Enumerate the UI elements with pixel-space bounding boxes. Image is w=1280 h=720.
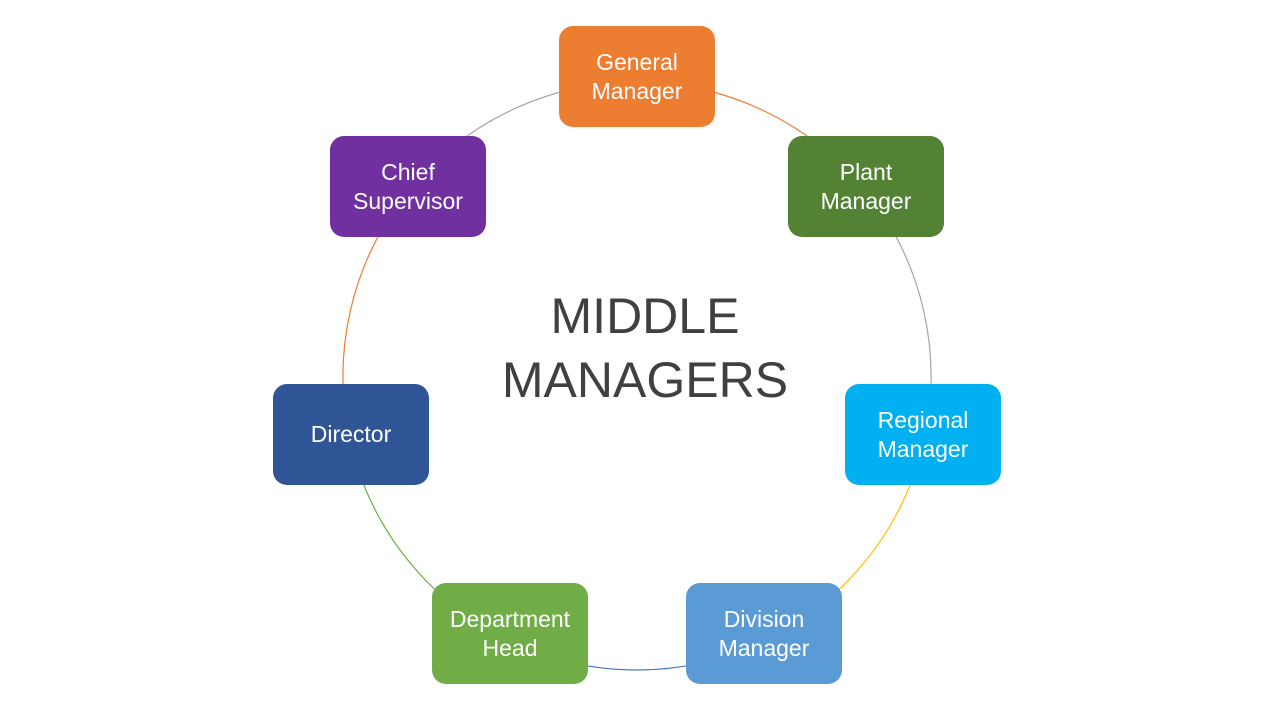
- node-label: General Manager: [591, 48, 683, 104]
- node-label: Plant Manager: [820, 158, 912, 214]
- node-label: Division Manager: [718, 605, 810, 661]
- node-label: Department Head: [449, 605, 571, 661]
- node-director: Director: [273, 384, 429, 485]
- node-division-manager: Division Manager: [686, 583, 842, 684]
- center-title: MIDDLE MANAGERS: [501, 288, 789, 408]
- node-label: Director: [310, 421, 392, 447]
- node-label: Regional Manager: [877, 406, 969, 462]
- node-plant-manager: Plant Manager: [788, 136, 944, 237]
- node-general-manager: General Manager: [559, 26, 715, 127]
- node-department-head: Department Head: [432, 583, 588, 684]
- node-label: Chief Supervisor: [353, 158, 463, 214]
- node-regional-manager: Regional Manager: [845, 384, 1001, 485]
- node-chief-supervisor: Chief Supervisor: [330, 136, 486, 237]
